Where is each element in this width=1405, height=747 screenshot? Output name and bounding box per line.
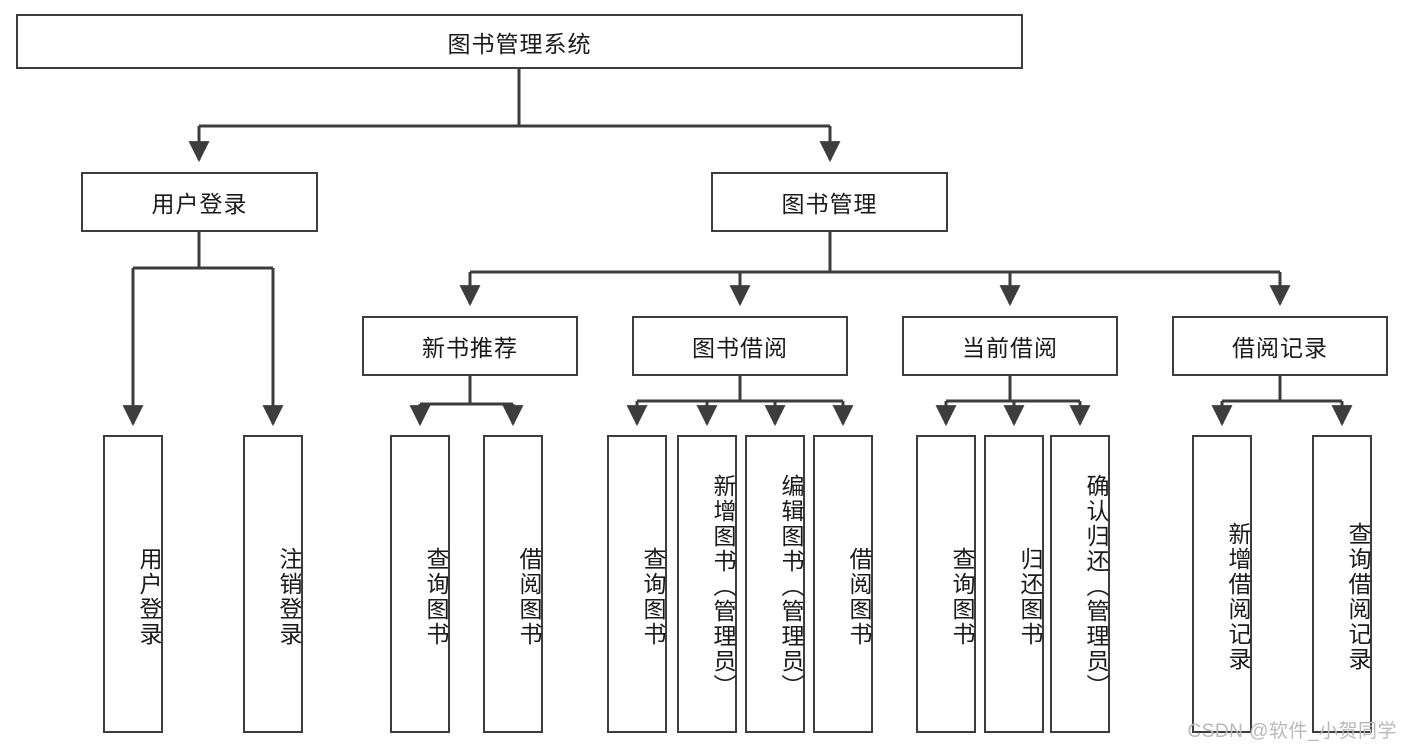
node-current-borrow[interactable]: 当前借阅: [902, 316, 1118, 376]
leaf-label: 查询图书: [949, 547, 975, 647]
leaf-label: 用户登录: [136, 547, 162, 647]
csdn-watermark: CSDN @软件_小贺同学: [1187, 721, 1397, 742]
leaf-label: 归还图书: [1017, 547, 1043, 647]
leaf-query-borrow-record[interactable]: 查询借阅记录: [1312, 435, 1372, 733]
leaf-query-book-borrow[interactable]: 查询图书: [607, 435, 667, 733]
leaf-return-book[interactable]: 归还图书: [984, 435, 1044, 733]
leaf-edit-book-admin[interactable]: 编辑图书（管理员）: [745, 435, 805, 733]
node-book-management[interactable]: 图书管理: [711, 172, 948, 232]
node-new-book-recommend[interactable]: 新书推荐: [362, 316, 578, 376]
node-book-borrow[interactable]: 图书借阅: [632, 316, 848, 376]
leaf-query-book-recommend[interactable]: 查询图书: [390, 435, 450, 733]
leaf-label: 借阅图书: [516, 547, 542, 647]
leaf-user-login[interactable]: 用户登录: [103, 435, 163, 733]
leaf-add-book-admin[interactable]: 新增图书（管理员）: [677, 435, 737, 733]
leaf-label: 注销登录: [276, 547, 302, 647]
leaf-label: 查询图书: [640, 547, 666, 647]
leaf-label: 查询图书: [423, 547, 449, 647]
leaf-label: 确认归还（管理员）: [1083, 473, 1109, 699]
leaf-add-borrow-record[interactable]: 新增借阅记录: [1192, 435, 1252, 733]
leaf-query-book-current[interactable]: 查询图书: [916, 435, 976, 733]
leaf-label: 新增图书（管理员）: [710, 473, 736, 699]
leaf-label: 编辑图书（管理员）: [778, 473, 804, 699]
leaf-label: 新增借阅记录: [1225, 522, 1251, 672]
leaf-borrow-book-recommend[interactable]: 借阅图书: [483, 435, 543, 733]
leaf-borrow-book[interactable]: 借阅图书: [813, 435, 873, 733]
node-user-login[interactable]: 用户登录: [81, 172, 318, 232]
leaf-confirm-return-admin[interactable]: 确认归还（管理员）: [1050, 435, 1110, 733]
leaf-label: 查询借阅记录: [1345, 522, 1371, 672]
node-borrow-records[interactable]: 借阅记录: [1172, 316, 1388, 376]
node-root[interactable]: 图书管理系统: [16, 14, 1023, 69]
leaf-label: 借阅图书: [846, 547, 872, 647]
leaf-user-logout[interactable]: 注销登录: [243, 435, 303, 733]
